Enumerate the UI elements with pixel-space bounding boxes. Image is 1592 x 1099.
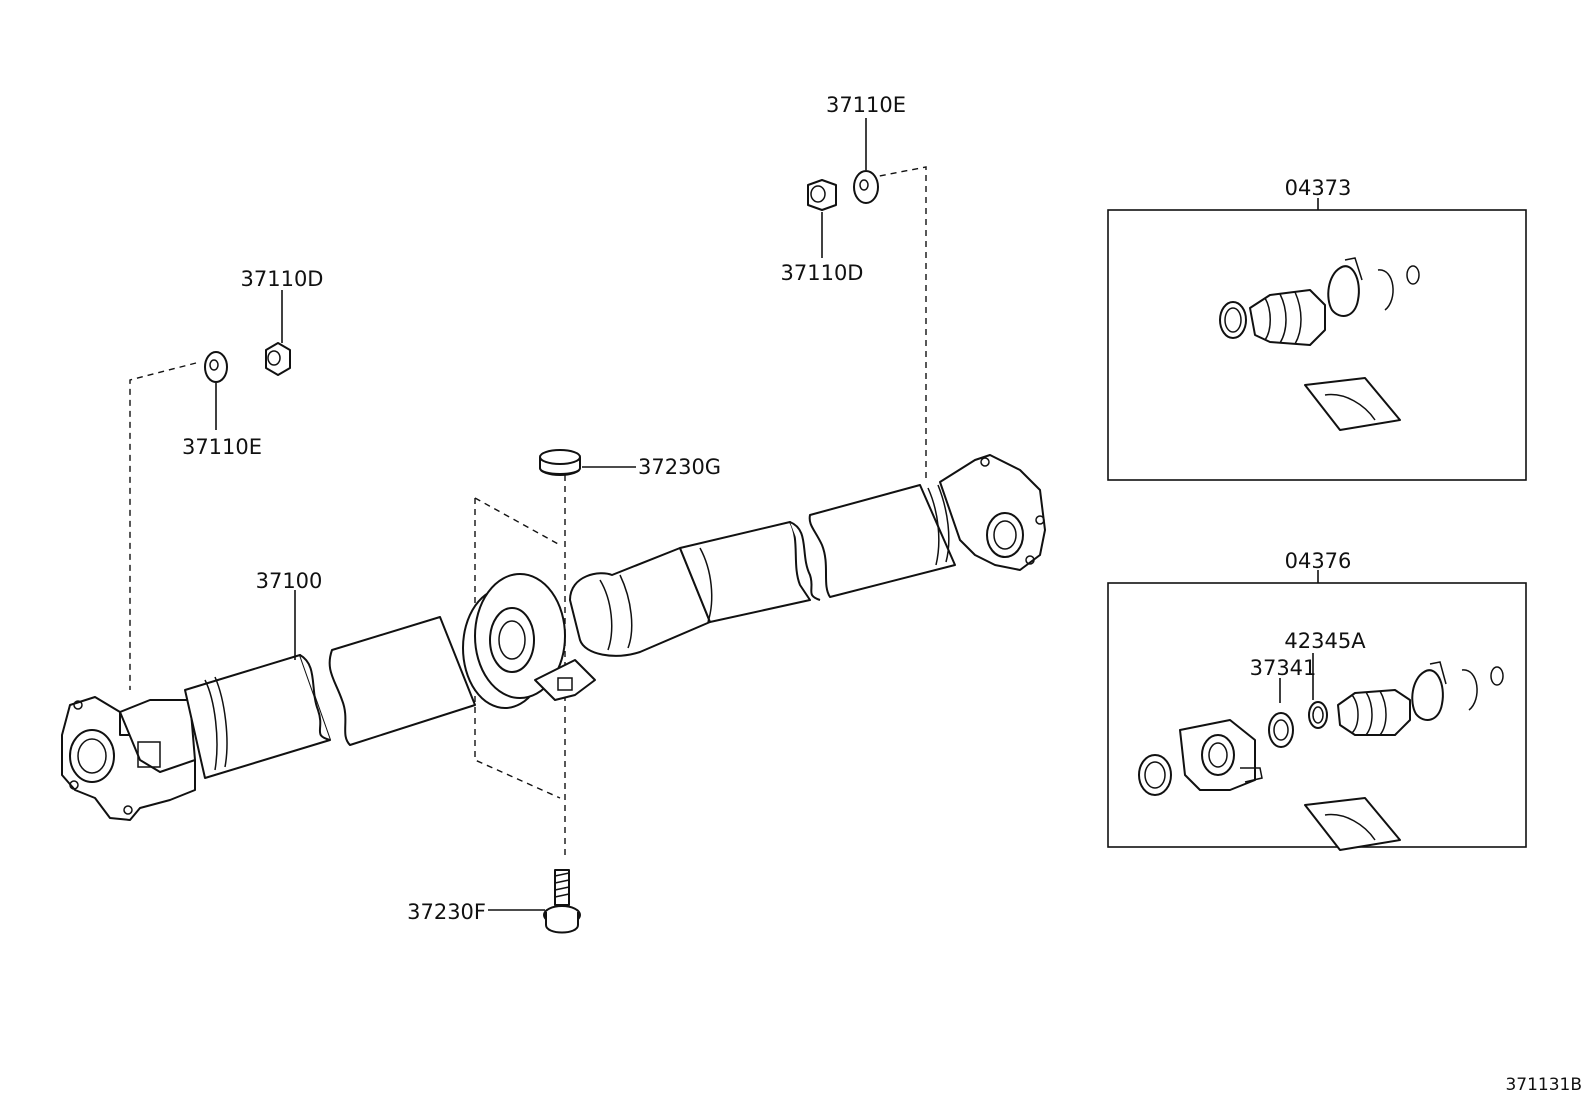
diagram-reference-code: 371131B: [1505, 1075, 1582, 1095]
label-37110E-left: 37110E: [182, 435, 262, 459]
label-37230F: 37230F: [407, 900, 486, 924]
kit-box-04373: [1107, 209, 1527, 481]
center-support-bearing: [462, 573, 596, 709]
left-tube: [184, 616, 476, 779]
leader-lines: [215, 118, 1319, 911]
part-labels: 37110E 37110D 37110D 37110E 37100 37230G…: [182, 93, 1582, 1095]
kit-box-04376: [1107, 582, 1527, 851]
cushion-37230G: [539, 449, 581, 476]
label-04373: 04373: [1285, 176, 1352, 200]
right-tube: [569, 484, 956, 657]
label-37110E-top: 37110E: [826, 93, 906, 117]
left-flange-yoke: [61, 696, 196, 821]
right-flange-yoke: [939, 454, 1046, 571]
washer-37110E-right: [853, 170, 879, 204]
propeller-shaft-assembly: [61, 454, 1046, 821]
label-42345A: 42345A: [1284, 629, 1366, 653]
nut-37110D-left: [265, 342, 291, 376]
label-37100: 37100: [256, 569, 323, 593]
label-04376: 04376: [1285, 549, 1352, 573]
nut-37110D-right: [807, 179, 837, 211]
bolt-37230F: [543, 869, 581, 934]
label-37230G: 37230G: [638, 455, 721, 479]
label-37110D-top: 37110D: [781, 261, 864, 285]
label-37341: 37341: [1250, 656, 1317, 680]
washer-37110E-left: [204, 351, 228, 383]
label-37110D-left: 37110D: [241, 267, 324, 291]
